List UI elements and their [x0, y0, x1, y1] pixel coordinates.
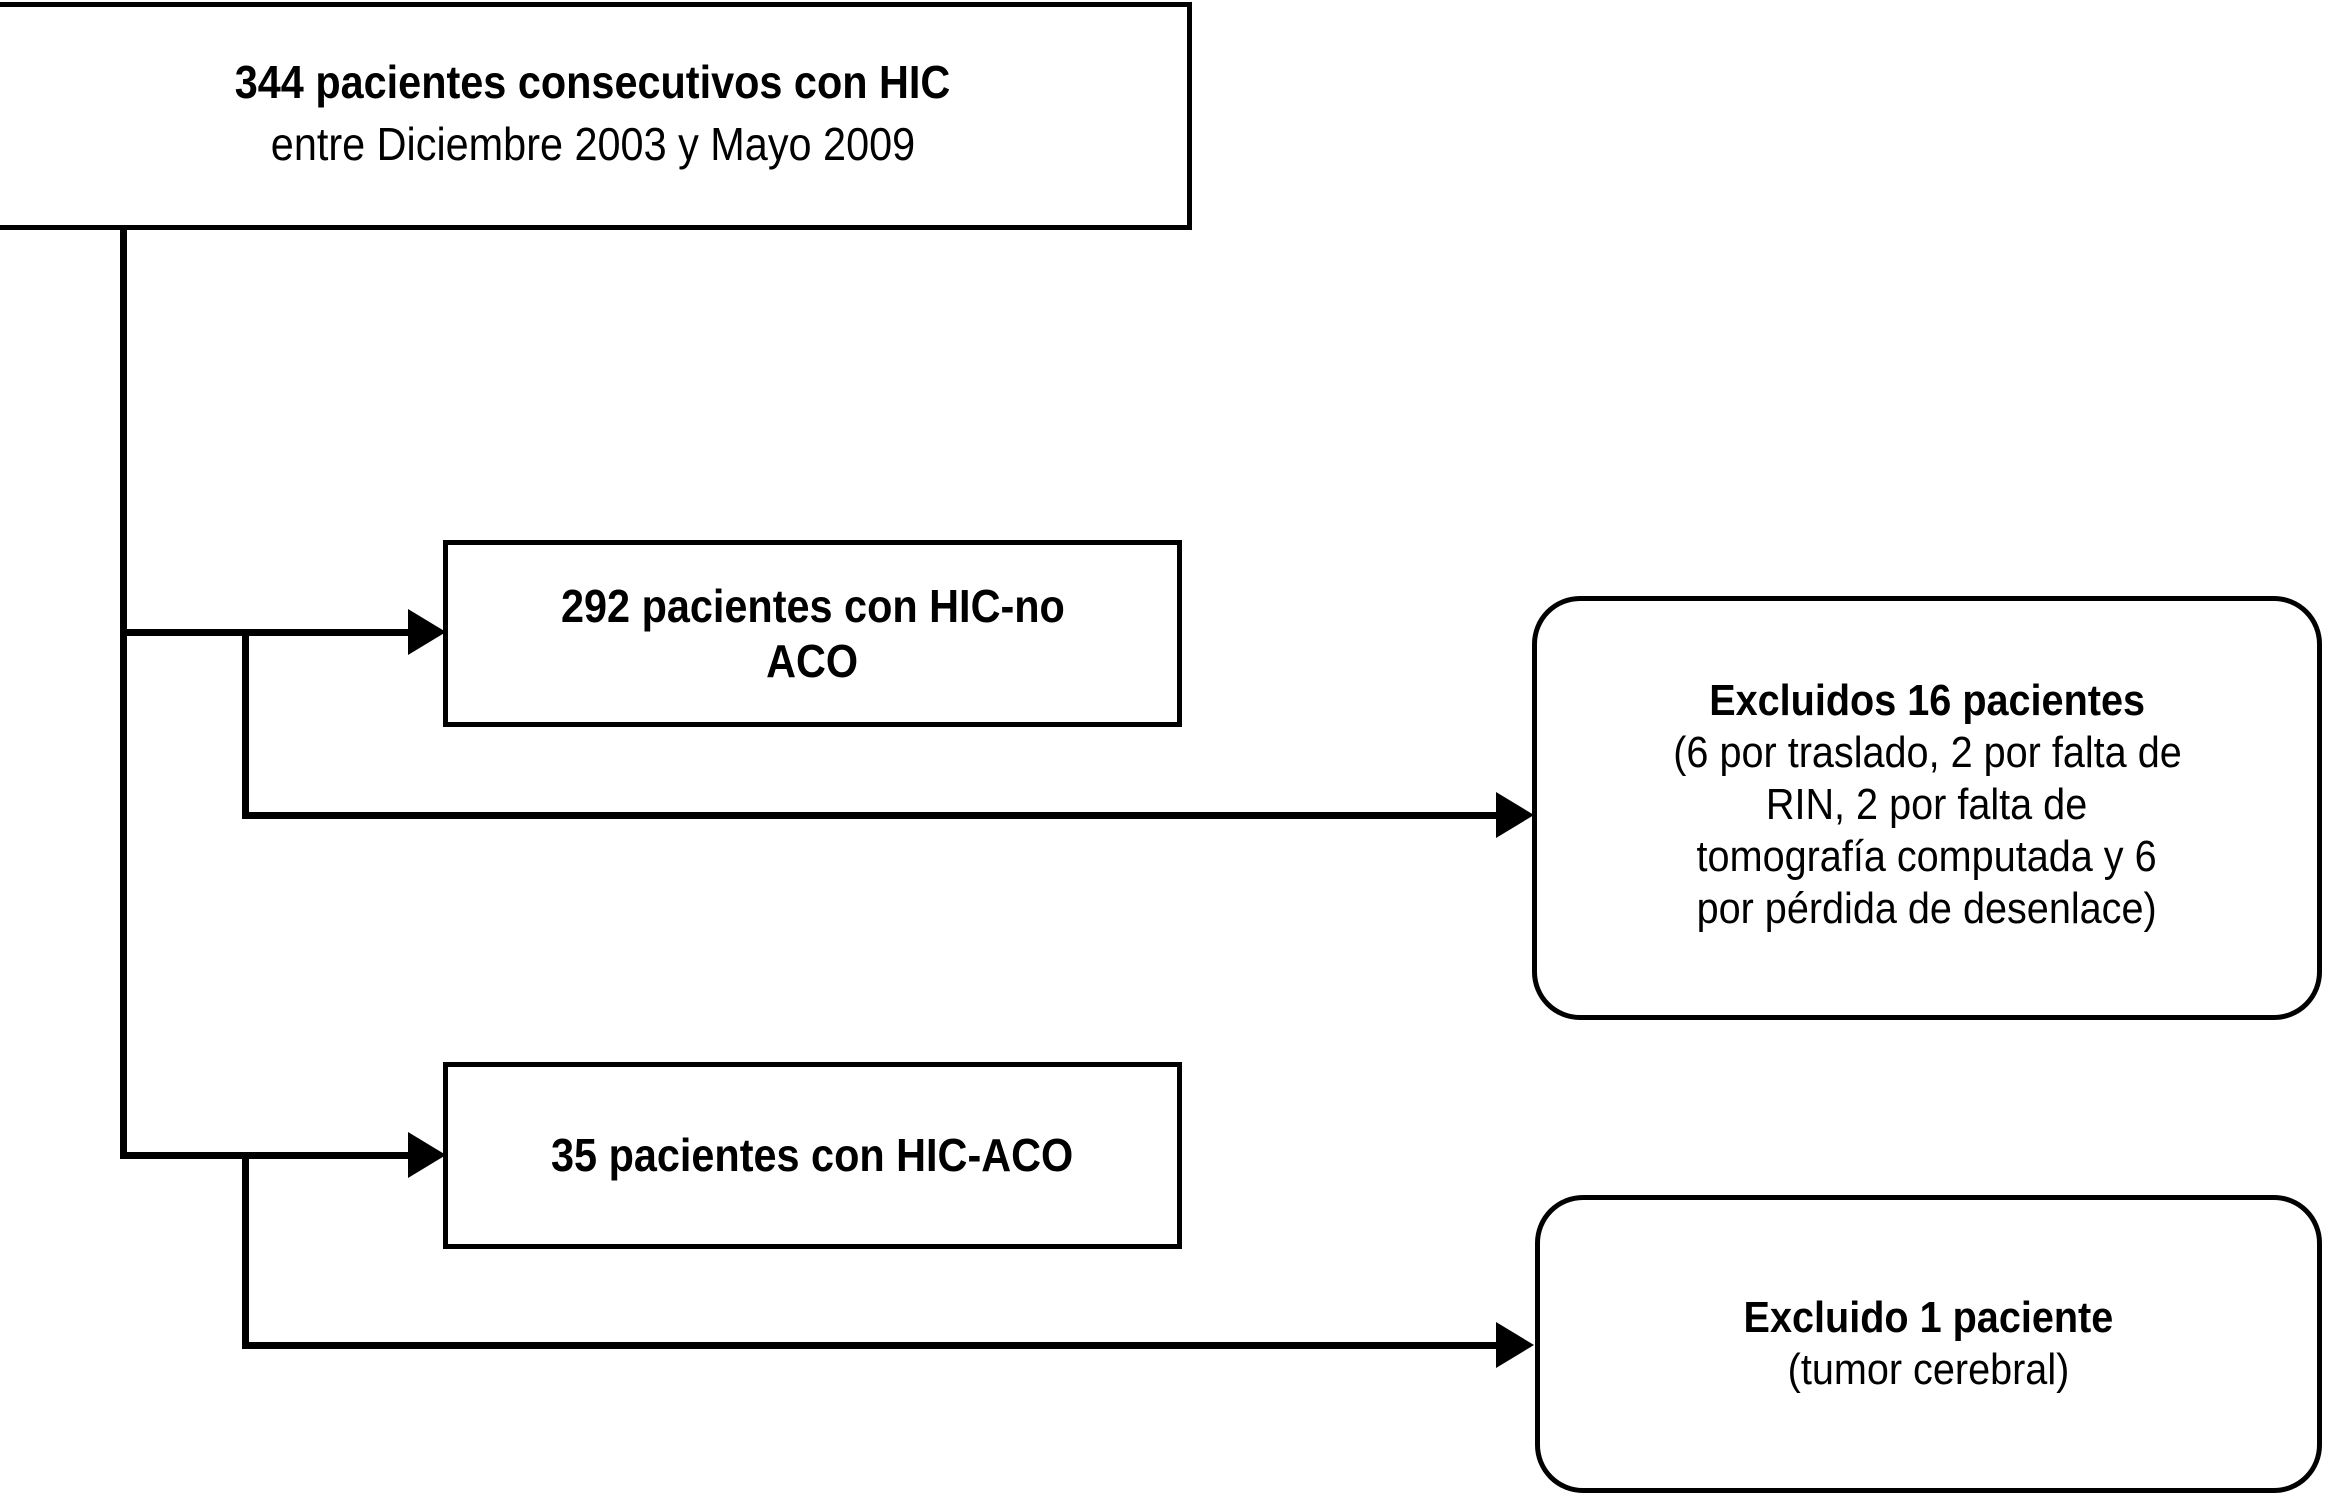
node-excluded-1: Excluido 1 paciente (tumor cerebral)	[1535, 1195, 2322, 1493]
node-excluded-16-line-5: por pérdida de desenlace)	[1696, 883, 2158, 933]
arrowhead-to-excluded-1	[1496, 1322, 1534, 1368]
arrowhead-to-excluded-16	[1496, 792, 1534, 838]
arrowhead-to-non-aco	[408, 609, 446, 655]
node-group-non-aco: 292 pacientes con HIC-no ACO	[443, 540, 1182, 727]
edge-excluded-1-drop	[242, 1152, 249, 1346]
edge-root-to-aco	[120, 1152, 432, 1159]
node-non-aco-line-1: 292 pacientes con HIC-no	[560, 580, 1065, 633]
edge-root-trunk	[120, 228, 127, 1159]
node-root-line-2: entre Diciembre 2003 y Mayo 2009	[270, 118, 916, 170]
edge-root-to-non-aco	[120, 629, 432, 636]
node-excluded-16-line-1: Excluidos 16 pacientes	[1709, 676, 2145, 726]
node-excluded-16-line-3: RIN, 2 por falta de	[1766, 780, 2088, 830]
node-root-line-1: 344 pacientes consecutivos con HIC	[235, 55, 951, 108]
node-excluded-1-line-1: Excluido 1 paciente	[1743, 1293, 2114, 1343]
edge-excluded-16-drop	[242, 629, 249, 819]
node-excluded-1-line-2: (tumor cerebral)	[1787, 1345, 2070, 1394]
edge-to-excluded-1	[242, 1342, 1504, 1349]
arrowhead-to-aco	[408, 1132, 446, 1178]
node-non-aco-line-2: ACO	[766, 634, 859, 687]
node-excluded-16: Excluidos 16 pacientes (6 por traslado, …	[1532, 596, 2322, 1020]
node-group-aco: 35 pacientes con HIC-ACO	[443, 1062, 1182, 1249]
node-root-cohort: 344 pacientes consecutivos con HIC entre…	[0, 2, 1192, 230]
node-excluded-16-line-4: tomografía computada y 6	[1696, 831, 2158, 881]
node-excluded-16-line-2: (6 por traslado, 2 por falta de	[1672, 728, 2182, 778]
node-aco-line-1: 35 pacientes con HIC-ACO	[551, 1129, 1074, 1182]
edge-to-excluded-16	[242, 812, 1504, 819]
